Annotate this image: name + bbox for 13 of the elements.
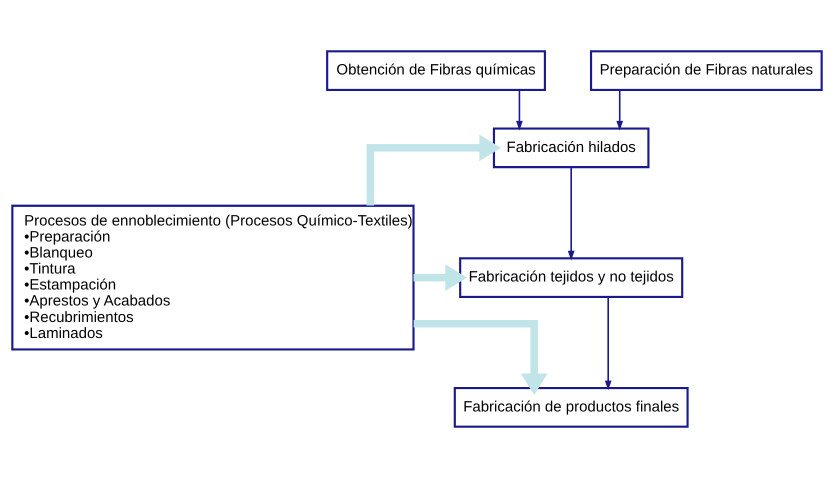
arrow <box>414 264 468 290</box>
node-box: Procesos de ennoblecimiento (Procesos Químico-Textiles) •Preparación •Blanqueo •Tintura •Estampación •Aprestos y Acabados •Recubrimientos •Laminados <box>11 204 415 350</box>
arrow <box>604 296 612 390</box>
node-box: Fabricación de productos finales <box>454 386 689 428</box>
arrow <box>414 319 548 395</box>
node-box: Obtención de Fibras químicas <box>326 50 546 90</box>
arrow <box>516 90 523 130</box>
arrow <box>616 90 624 130</box>
arrow <box>568 166 575 260</box>
node-box: Fabricación hilados <box>492 126 650 168</box>
node-box: Fabricación tejidos y no tejidos <box>459 256 684 298</box>
node-box: Preparación de Fibras naturales <box>590 50 823 90</box>
arrow <box>366 134 501 206</box>
